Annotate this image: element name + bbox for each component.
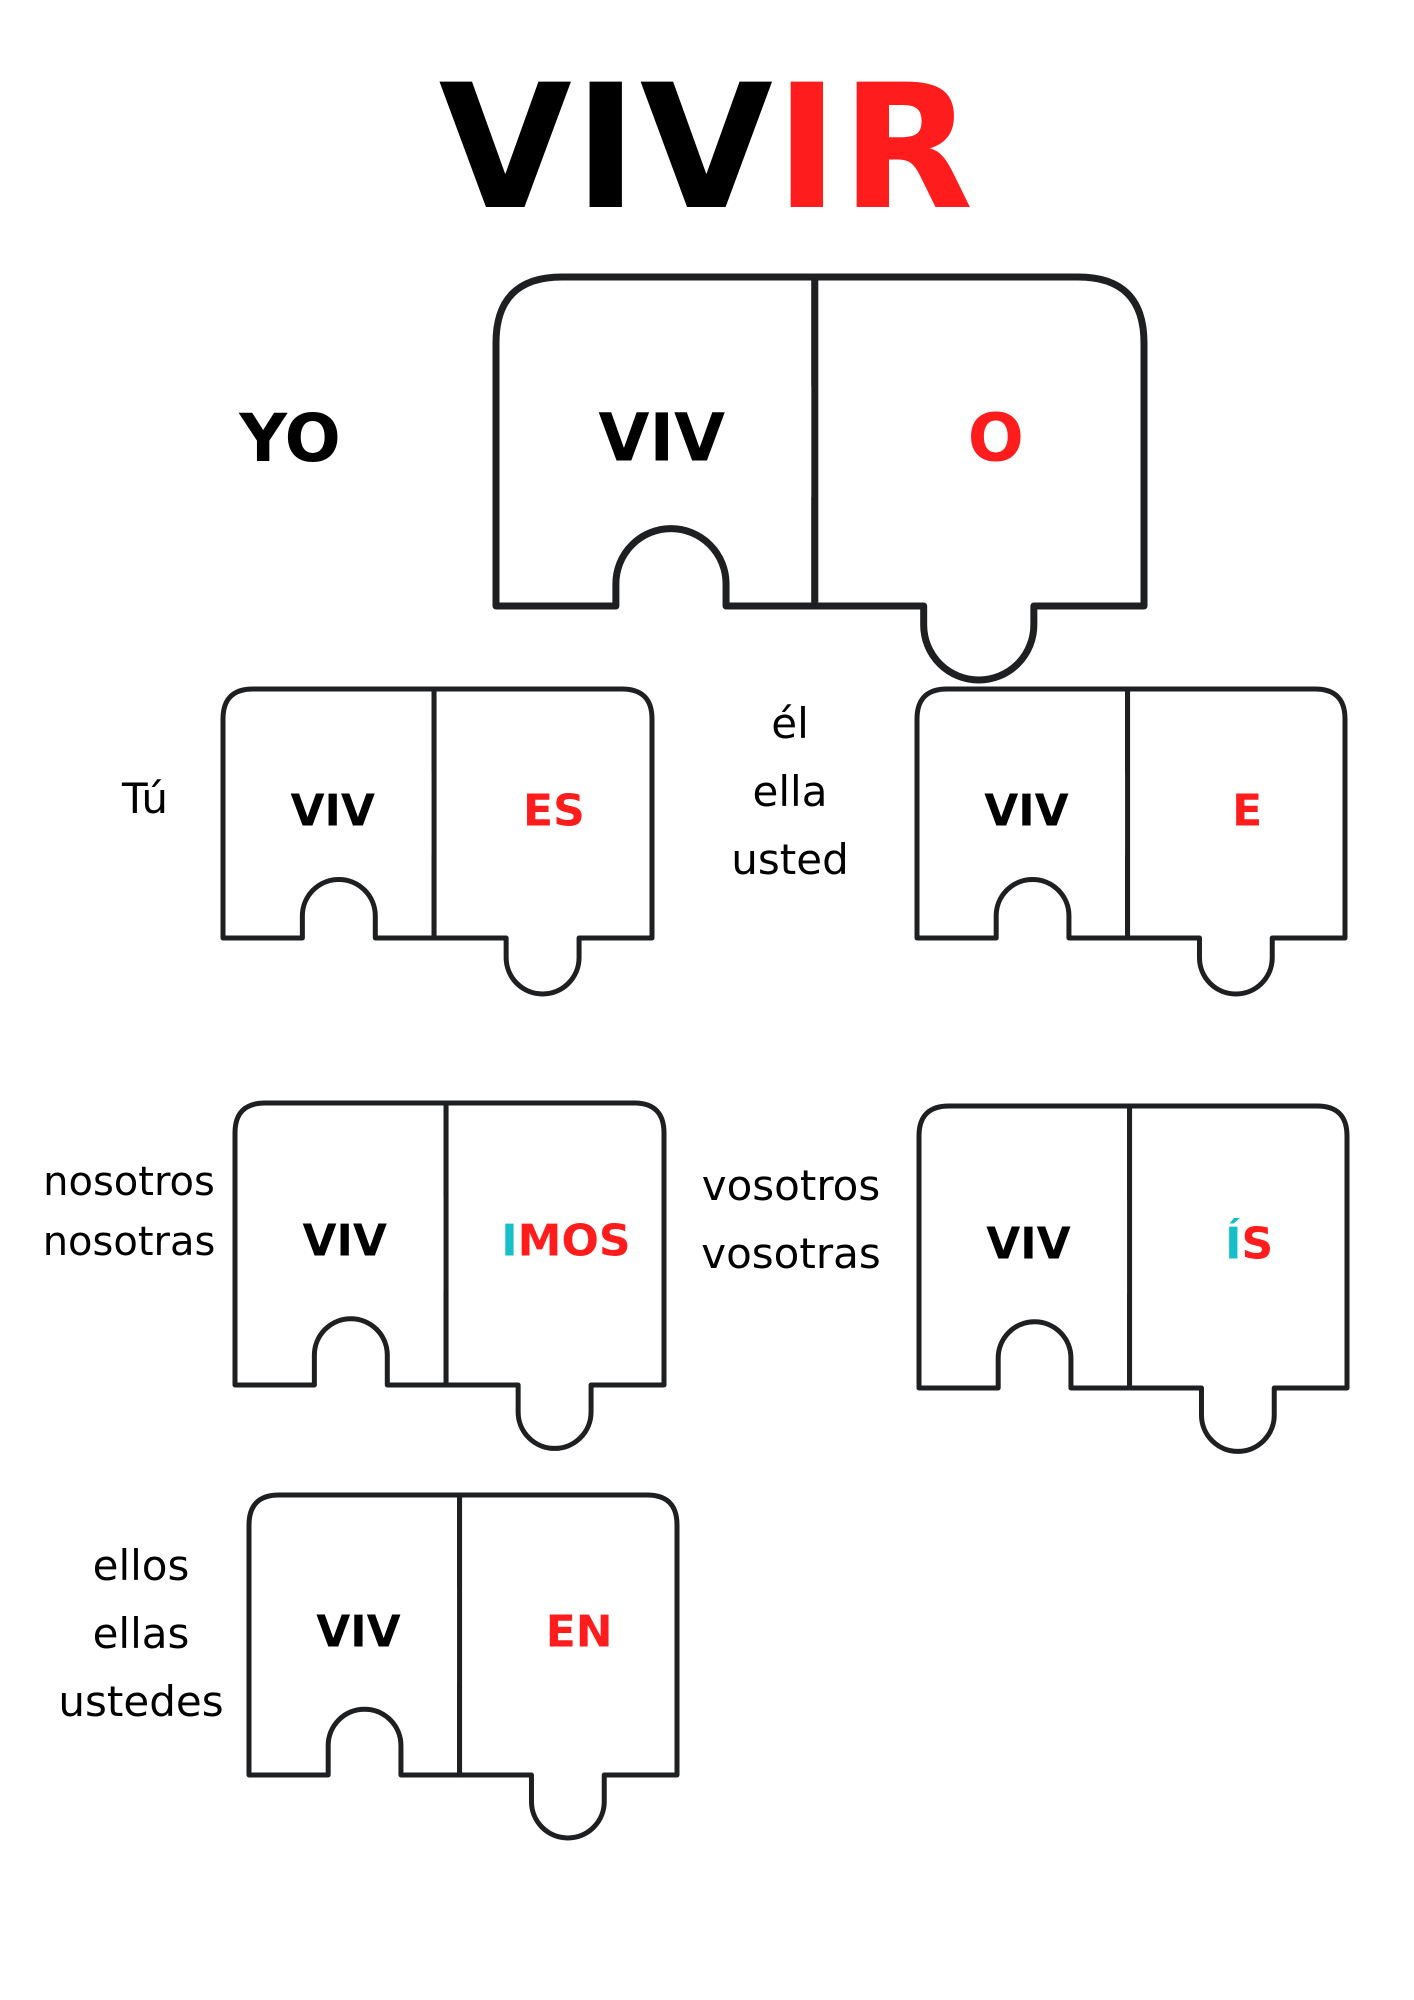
verb-title: VIVIR: [0, 62, 1414, 234]
pronoun-line: vosotros: [701, 1161, 881, 1210]
pronoun-line: ellos: [92, 1541, 190, 1590]
ending-part: ES: [523, 785, 585, 837]
puzzle-yo: VIV O: [492, 273, 1148, 684]
puzzle-el: VIV E: [914, 686, 1348, 997]
ending-text: E: [1232, 786, 1262, 837]
ending-text: ÍS: [1225, 1219, 1273, 1270]
pronoun-tu: Tú: [90, 765, 200, 833]
pronoun-line: ella: [752, 767, 828, 816]
ending-part: I: [501, 1215, 518, 1267]
puzzle-vosotros: VIV ÍS: [916, 1103, 1350, 1454]
ending-part: O: [967, 399, 1024, 477]
pronoun-line: nosotros: [43, 1159, 215, 1205]
right-piece: [443, 1100, 667, 1451]
right-piece: [1125, 686, 1348, 997]
stem-text: VIV: [598, 399, 726, 477]
right-piece: [1127, 1103, 1350, 1454]
pronoun-line: ellas: [92, 1609, 190, 1658]
pronoun-line: vosotras: [701, 1229, 881, 1278]
puzzle-outline: [916, 1103, 1350, 1454]
title-stem: VIV: [438, 47, 775, 248]
stem-text: VIV: [316, 1606, 401, 1658]
puzzle-ellos: VIV EN: [246, 1492, 680, 1841]
ending-text: EN: [546, 1607, 613, 1658]
puzzle-outline: [492, 273, 1148, 684]
pronoun-vosotros: vosotros vosotras: [676, 1152, 906, 1288]
pronoun-line: Tú: [122, 774, 168, 823]
stem-text: VIV: [984, 785, 1069, 837]
ending-part: S: [1241, 1218, 1274, 1270]
pronoun-nosotros: nosotros nosotras: [24, 1152, 234, 1272]
stem-text: VIV: [986, 1218, 1071, 1270]
pronoun-line: usted: [731, 835, 849, 884]
pronoun-line: él: [771, 699, 809, 748]
ending-text: ES: [523, 786, 585, 837]
pronoun-line: nosotras: [42, 1219, 216, 1265]
puzzle-outline: [232, 1100, 667, 1451]
ending-text: IMOS: [501, 1216, 630, 1267]
right-piece: [811, 273, 1148, 684]
stem-text: VIV: [302, 1215, 387, 1267]
ending-part: EN: [545, 1606, 613, 1658]
right-piece: [457, 1492, 680, 1841]
pronoun-line: ustedes: [58, 1677, 224, 1726]
ending-part: Í: [1225, 1218, 1242, 1270]
puzzle-outline: [914, 686, 1348, 997]
stem-text: VIV: [290, 785, 375, 837]
ending-part: E: [1232, 785, 1263, 837]
puzzle-outline: [246, 1492, 680, 1841]
pronoun-ellos: ellos ellas ustedes: [36, 1532, 246, 1736]
puzzle-outline: [220, 686, 655, 997]
pronoun-line: YO: [239, 400, 341, 477]
right-piece: [431, 686, 655, 997]
puzzle-nosotros: VIV IMOS: [232, 1100, 667, 1451]
title-ending: IR: [774, 47, 976, 248]
puzzle-tu: VIV ES: [220, 686, 655, 997]
ending-part: MOS: [517, 1215, 631, 1267]
pronoun-el: él ella usted: [710, 690, 870, 894]
pronoun-yo: YO: [200, 405, 380, 473]
ending-text: O: [968, 400, 1024, 477]
